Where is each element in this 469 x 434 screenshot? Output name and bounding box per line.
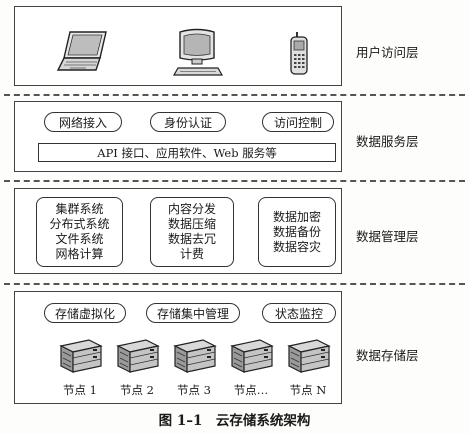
storage-node: 节点 1 [53, 336, 107, 398]
user-access-layer-label: 用户访问层 [356, 45, 419, 60]
storage-node-label: 节点… [233, 383, 269, 397]
storage-node: 节点 3 [167, 336, 221, 398]
storage-node-label: 节点 3 [177, 383, 211, 397]
storage-node: 节点 2 [110, 336, 164, 398]
service-pill-network-access: 网络接入 [44, 112, 122, 132]
management-item: 分布式系统 [49, 217, 110, 231]
management-item: 网格计算 [55, 247, 104, 261]
storage-node-label: 节点 N [289, 383, 327, 397]
data-management-layer-label: 数据管理层 [356, 229, 419, 244]
server-icon [230, 339, 274, 373]
management-item: 文件系统 [55, 232, 104, 246]
management-item: 内容分发 [167, 202, 216, 216]
storage-pill-centralized-management: 存储集中管理 [146, 303, 240, 323]
service-pill-authentication: 身份认证 [150, 112, 226, 132]
storage-pill-virtualization: 存储虚拟化 [44, 303, 126, 323]
server-icon [287, 339, 331, 373]
service-interfaces-bar: API 接口、应用软件、Web 服务等 [38, 143, 336, 162]
management-item: 计费 [179, 247, 204, 261]
layer-separator [4, 94, 465, 96]
server-icon [59, 339, 103, 373]
storage-node-label: 节点 1 [63, 383, 97, 397]
management-item: 数据容灾 [272, 239, 321, 254]
storage-node-label: 节点 2 [120, 383, 154, 397]
management-item: 数据去冗 [167, 232, 216, 246]
management-item: 数据加密 [272, 209, 321, 224]
layer-separator [4, 283, 465, 285]
figure-caption: 图 1–1 云存储系统架构 [158, 413, 311, 429]
management-box-security: 数据加密 数据备份 数据容灾 [258, 197, 336, 267]
data-service-layer-label: 数据服务层 [356, 134, 419, 149]
layer-separator [4, 180, 465, 182]
management-box-systems: 集群系统 分布式系统 文件系统 网格计算 [36, 197, 123, 267]
management-item: 数据备份 [272, 224, 321, 239]
storage-node: 节点 N [281, 336, 335, 398]
laptop-icon [56, 31, 107, 71]
desktop-computer-icon [172, 28, 224, 76]
management-box-content: 内容分发 数据压缩 数据去冗 计费 [150, 197, 234, 267]
server-icon [116, 339, 160, 373]
data-storage-layer-label: 数据存储层 [356, 348, 419, 363]
service-pill-access-control: 访问控制 [262, 112, 334, 132]
mobile-phone-icon [290, 32, 308, 75]
management-item: 集群系统 [55, 202, 104, 216]
storage-pill-status-monitoring: 状态监控 [262, 303, 336, 323]
storage-node: 节点… [224, 336, 278, 398]
management-item: 数据压缩 [167, 217, 216, 231]
server-icon [173, 339, 217, 373]
